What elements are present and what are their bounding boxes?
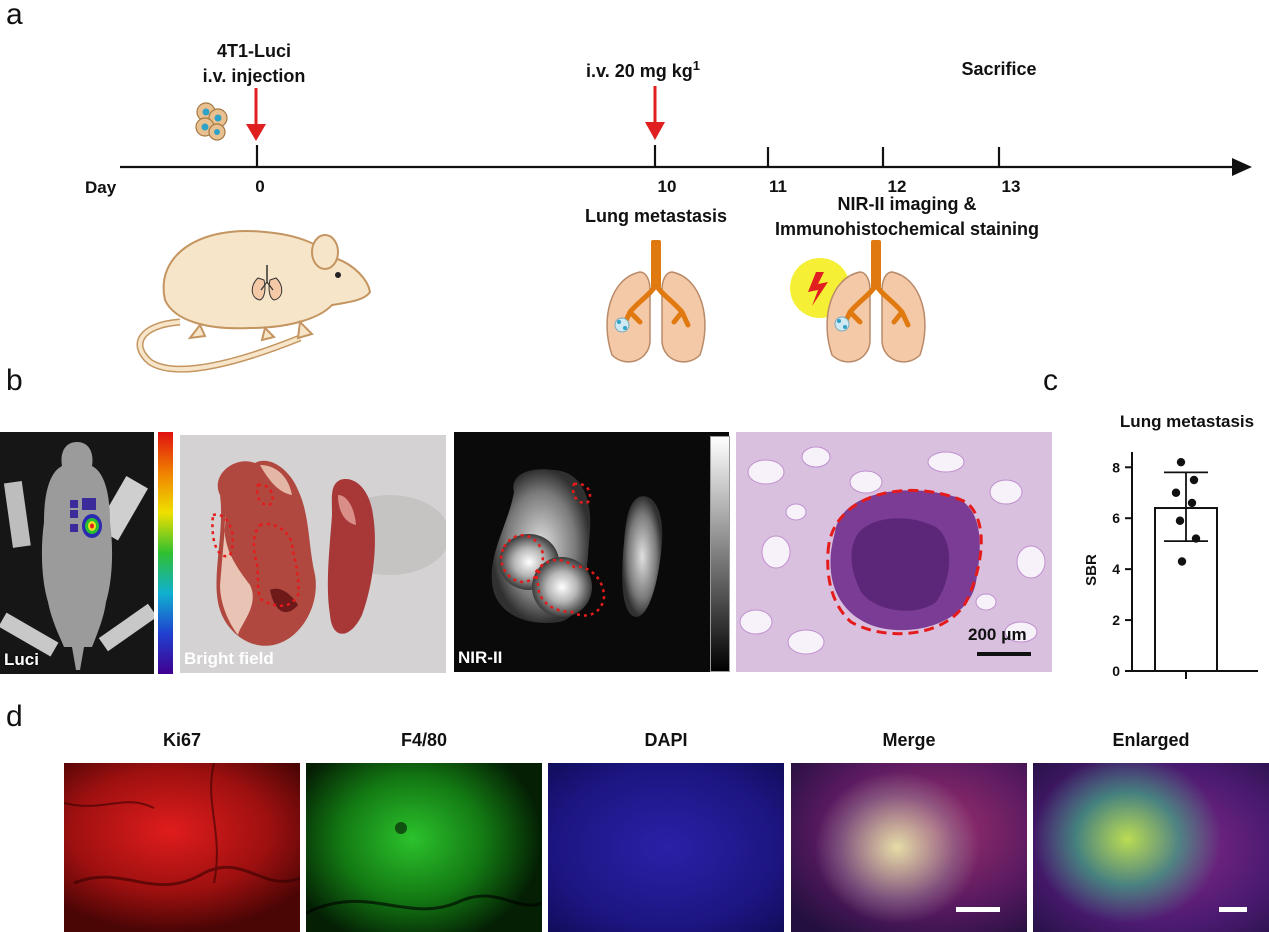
label-dapi: DAPI <box>644 730 688 750</box>
label-f480: F4/80 <box>400 730 448 750</box>
tick-label-13: 13 <box>1002 177 1021 196</box>
luci-colorbar <box>158 432 173 674</box>
injection-label-2: i.v. injection <box>203 66 306 86</box>
luci-image: Luci <box>0 432 154 674</box>
panel-label-b: b <box>6 364 23 397</box>
lung-metastasis-icon <box>606 240 706 363</box>
tick-label-12: 12 <box>888 177 907 196</box>
luci-label: Luci <box>4 650 39 669</box>
chart-ytick-label: 6 <box>1112 510 1120 526</box>
panel-label-c: c <box>1043 364 1058 397</box>
f480-image <box>306 763 542 932</box>
merge-image <box>791 763 1027 932</box>
dose-label: i.v. 20 mg kg1 <box>586 58 700 81</box>
ki67-image <box>64 763 300 932</box>
chart-ylabel: SBR <box>1083 554 1100 586</box>
chart-title: Lung metastasis <box>1120 412 1254 431</box>
metastasis-label: Lung metastasis <box>585 206 727 226</box>
dapi-image <box>548 763 784 932</box>
timeline-arrowhead <box>1232 158 1252 176</box>
chart-point <box>1175 516 1185 525</box>
sbr-chart: Lung metastasis SBR 0 2 4 6 8 <box>1083 412 1258 679</box>
chart-point <box>1189 475 1199 485</box>
chart-point <box>1177 557 1187 566</box>
imaging-label-2: Immunohistochemical staining <box>775 219 1039 239</box>
injection-label-1: 4T1-Luci <box>217 41 291 61</box>
tick-label-10: 10 <box>658 177 677 196</box>
tumor-cells-icon <box>195 102 228 141</box>
timeline-panel: Day 0 10 11 12 13 4T1-Luci i.v. injectio… <box>85 41 1252 373</box>
chart-error-bar <box>1164 471 1208 543</box>
chart-point <box>1171 488 1181 497</box>
panel-label-a: a <box>6 0 23 31</box>
label-ki67: Ki67 <box>162 730 202 750</box>
bright-field-image: Bright field <box>180 435 446 673</box>
chart-point <box>1191 534 1201 543</box>
dose-arrow <box>645 86 665 140</box>
sacrifice-label: Sacrifice <box>961 59 1036 79</box>
label-enlarged: Enlarged <box>1112 730 1190 750</box>
bright-field-label: Bright field <box>184 649 274 668</box>
enlarged-scale-bar <box>1219 907 1247 912</box>
nir-label: NIR-II <box>458 648 503 667</box>
histology-scale-label: 200 μm <box>968 625 1027 644</box>
tick-label-0: 0 <box>255 177 264 196</box>
label-merge: Merge <box>882 730 936 750</box>
tick-label-11: 11 <box>769 177 787 196</box>
panel-label-d: d <box>6 700 23 733</box>
mouse-lung-icon <box>251 265 283 301</box>
merge-scale-bar <box>956 907 1000 912</box>
histology-image: 200 μm <box>736 432 1052 672</box>
nir-colorbar <box>710 436 730 672</box>
enlarged-image <box>1033 763 1269 932</box>
injection-arrow <box>246 88 266 141</box>
chart-point <box>1187 498 1197 508</box>
mouse-icon <box>136 230 372 373</box>
lung-imaging-icon <box>790 240 926 363</box>
chart-ytick-label: 4 <box>1112 561 1120 577</box>
chart-ytick-label: 8 <box>1112 459 1120 475</box>
imaging-label-1: NIR-II imaging & <box>838 194 977 214</box>
nir-image: NIR-II <box>454 432 729 672</box>
axis-label-day: Day <box>85 178 117 197</box>
chart-point <box>1176 457 1186 467</box>
chart-ytick-label: 2 <box>1112 612 1120 628</box>
chart-ytick-label: 0 <box>1112 663 1120 679</box>
